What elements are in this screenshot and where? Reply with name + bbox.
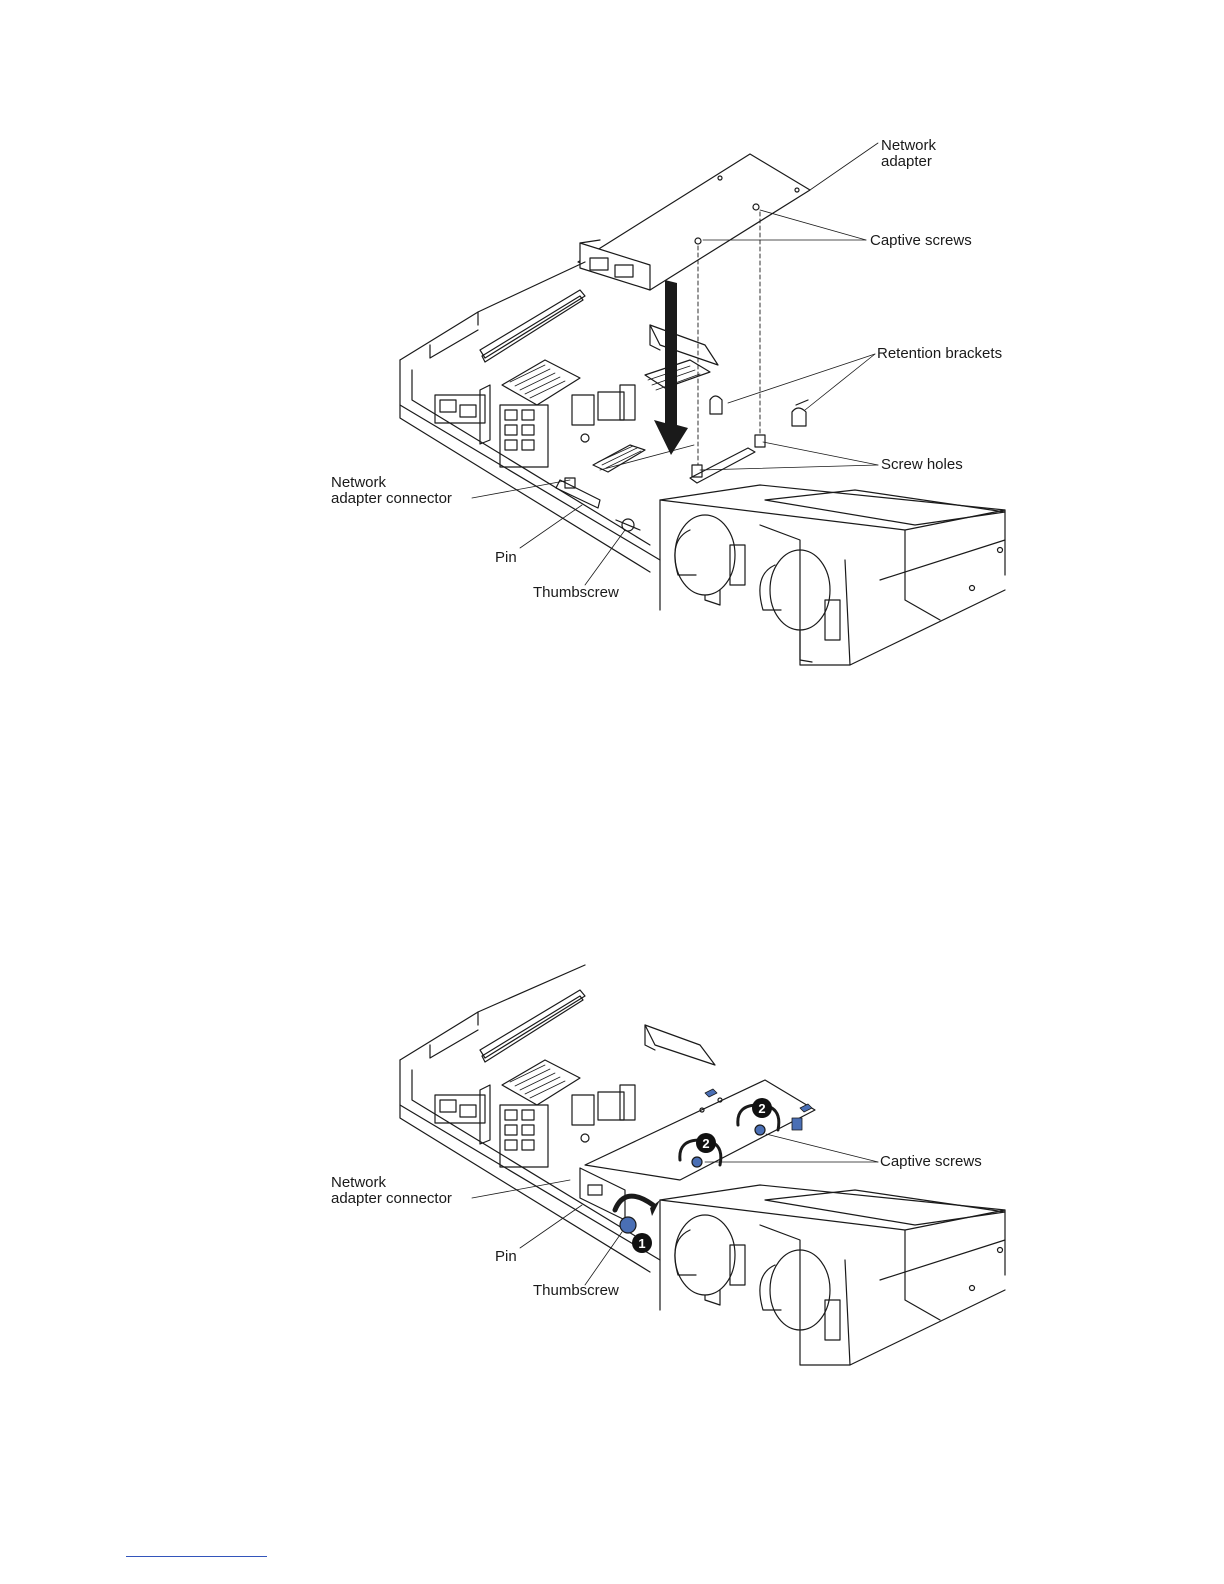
label-pin: Pin	[495, 550, 517, 566]
label-retention-brackets: Retention brackets	[877, 346, 1002, 362]
label-thumbscrew: Thumbscrew	[533, 1283, 619, 1299]
callout-step-1: 1	[632, 1233, 652, 1253]
label-screw-holes: Screw holes	[881, 457, 963, 473]
insert-arrow	[654, 280, 688, 455]
svg-text:2: 2	[758, 1101, 765, 1116]
footer-link-underline	[126, 1556, 267, 1557]
label-network-adapter-connector: Network adapter connector	[331, 475, 452, 507]
callout-step-2a: 2	[696, 1133, 716, 1153]
label-captive-screws: Captive screws	[880, 1154, 982, 1170]
figure-secure-network-adapter: 1 2 2 Captive screws Network adapter con…	[0, 950, 1224, 1370]
label-captive-screws: Captive screws	[870, 233, 972, 249]
label-thumbscrew: Thumbscrew	[533, 585, 619, 601]
svg-text:2: 2	[702, 1136, 709, 1151]
server-chassis-drawing-2: 1 2 2	[0, 950, 1224, 1370]
label-network-adapter-connector: Network adapter connector	[331, 1175, 452, 1207]
figure-install-network-adapter: Network adapter Captive screws Retention…	[0, 0, 1224, 700]
label-pin: Pin	[495, 1249, 517, 1265]
callout-step-2b: 2	[752, 1098, 772, 1118]
svg-text:1: 1	[638, 1236, 645, 1251]
label-network-adapter: Network adapter	[881, 138, 936, 170]
